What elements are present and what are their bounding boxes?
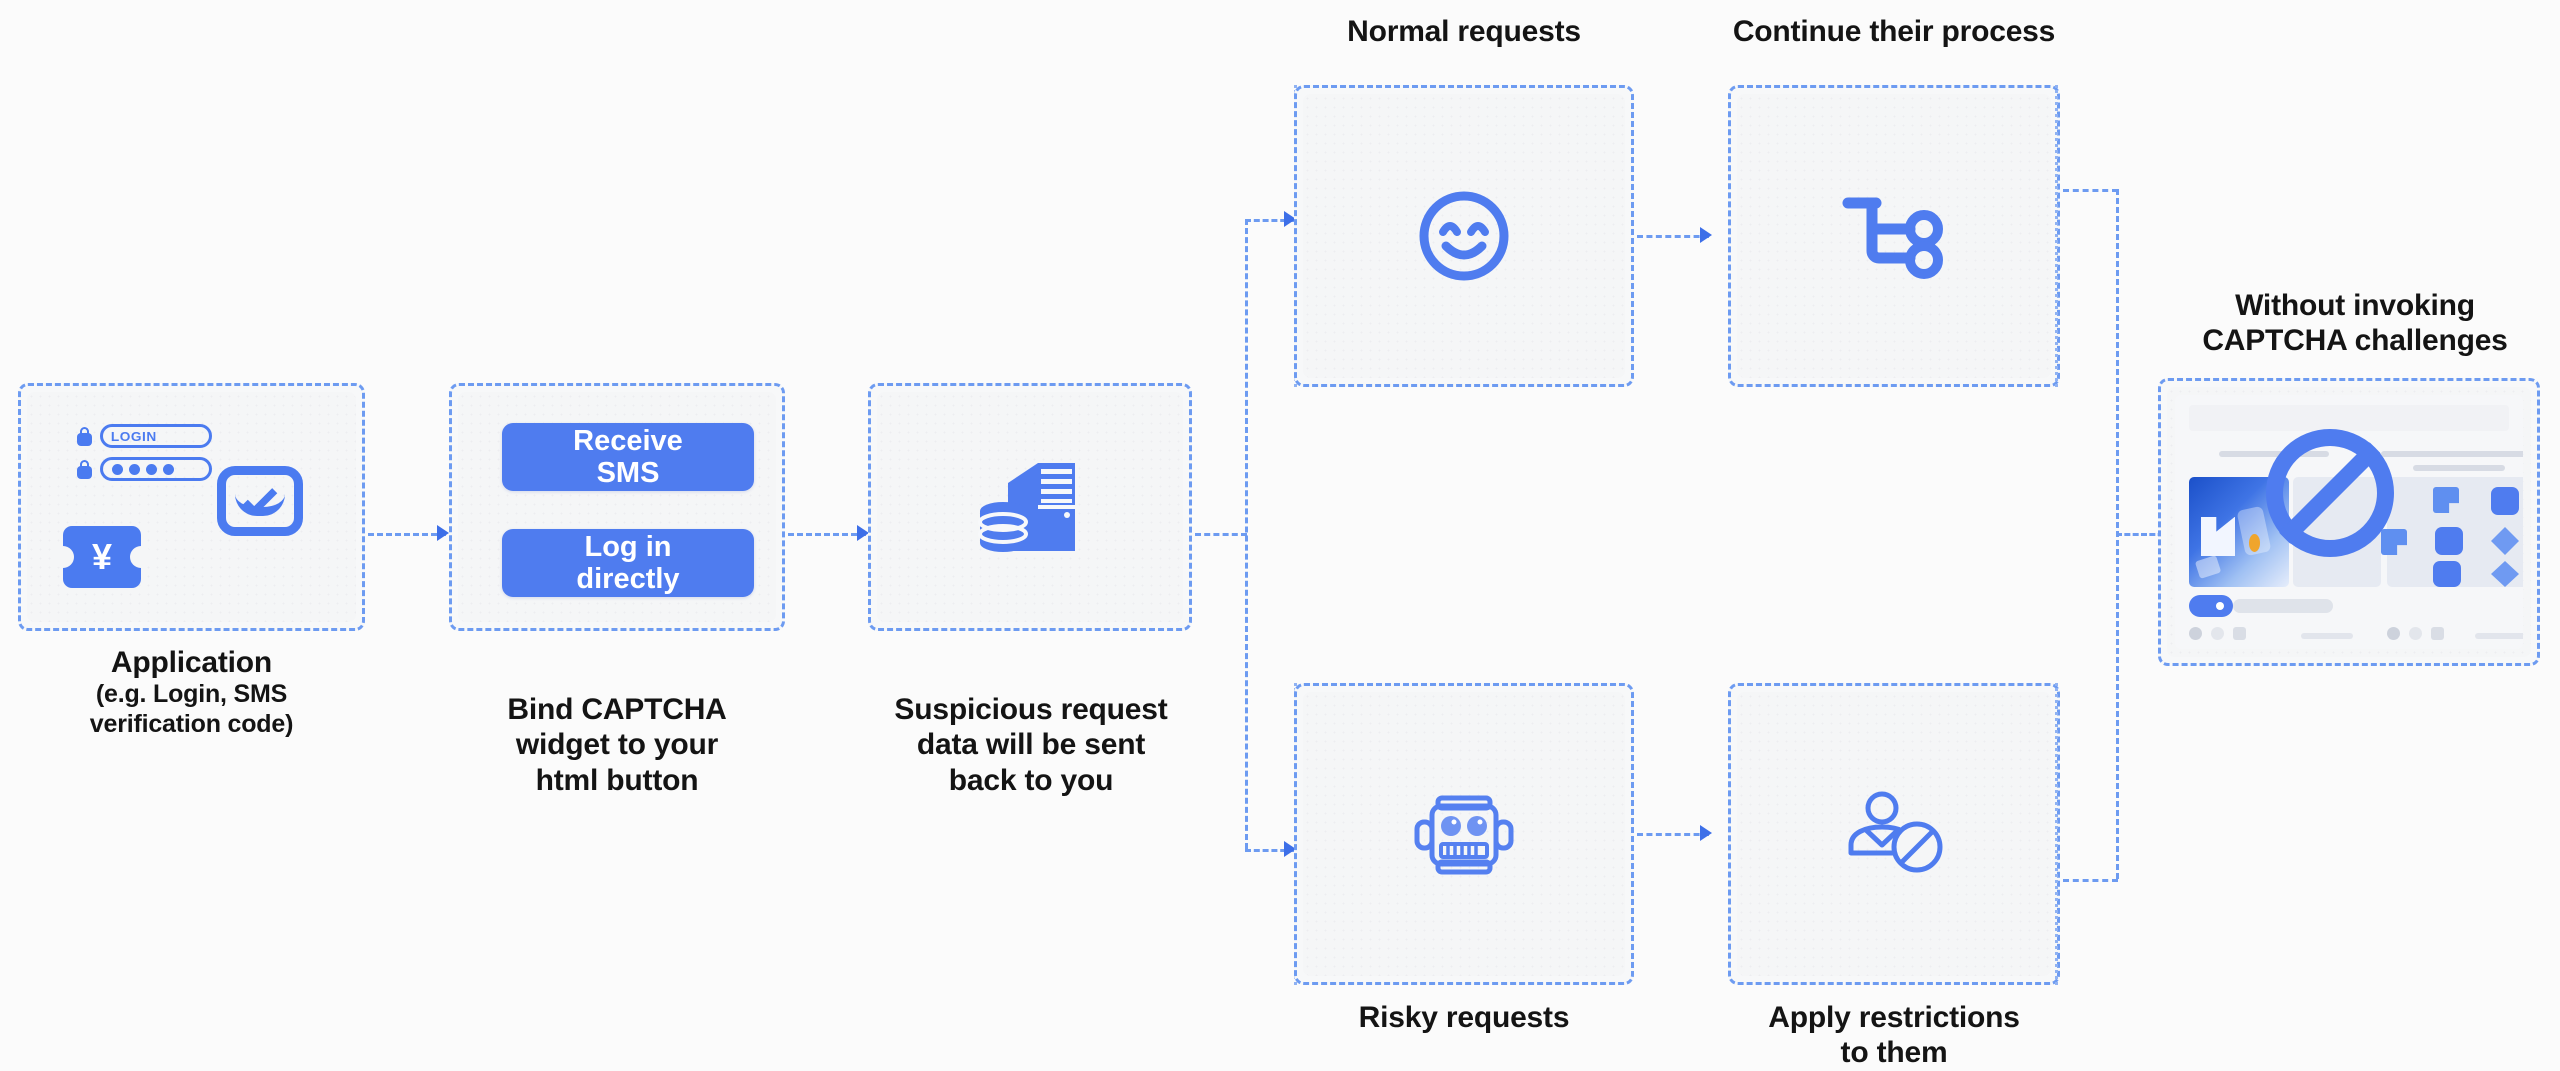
split-trunk-vertical xyxy=(1245,219,1248,849)
lock-icon xyxy=(77,459,92,479)
caption-bind-line3: html button xyxy=(535,763,699,797)
label-continue-process: Continue their process xyxy=(1688,14,2100,49)
mock-footer-dots-right xyxy=(2387,627,2444,640)
login-field-icon: LOGIN xyxy=(100,424,212,448)
yen-symbol: ¥ xyxy=(91,536,113,577)
mock-instruction-right-1 xyxy=(2381,451,2523,457)
password-dots xyxy=(112,463,174,475)
connector-normal-to-continue xyxy=(1637,235,1709,238)
shopping-cart-icon xyxy=(1842,197,1943,279)
mock-footer-dots-left xyxy=(2189,627,2246,640)
caption-bind-captcha: Bind CAPTCHA widget to your html button xyxy=(437,692,797,798)
caption-suspicious-data: Suspicious request data will be sent bac… xyxy=(845,692,1217,798)
password-field-row xyxy=(77,457,212,481)
arrow-bind-to-server xyxy=(857,525,869,541)
merge-branch-bottom xyxy=(2063,879,2118,882)
user-restricted-icon xyxy=(1848,791,1943,873)
caption-application-line2: (e.g. Login, SMS xyxy=(95,680,288,709)
arrow-split-bottom xyxy=(1284,841,1296,857)
card-suspicious-data[interactable] xyxy=(868,383,1192,631)
card-continue-process[interactable] xyxy=(1728,85,2060,387)
caption-suspicious-line1: Suspicious request xyxy=(894,693,1168,726)
card-no-captcha[interactable] xyxy=(2158,378,2540,666)
merge-branch-top xyxy=(2063,189,2118,192)
label-normal-requests-text: Normal requests xyxy=(1347,15,1581,48)
caption-application-line3: verification code) xyxy=(89,709,294,738)
split-branch-top xyxy=(1245,219,1295,222)
mock-tile-4 xyxy=(2435,527,2463,555)
mock-slider-handle xyxy=(2189,595,2233,617)
split-branch-bottom xyxy=(1245,849,1295,852)
card-normal-requests[interactable] xyxy=(1294,85,1634,387)
arrow-app-to-bind xyxy=(437,525,449,541)
robot-head-icon xyxy=(1414,795,1514,875)
receive-sms-line2: SMS xyxy=(596,457,660,489)
login-field-text: LOGIN xyxy=(110,428,157,444)
connector-bind-to-server xyxy=(788,533,866,536)
log-in-directly-button[interactable]: Log in directly xyxy=(502,529,754,597)
caption-no-captcha-line1: Without invoking xyxy=(2235,289,2475,322)
server-icon xyxy=(978,463,1075,552)
connector-app-to-bind xyxy=(368,533,446,536)
card-bind-captcha[interactable]: Receive SMS Log in directly xyxy=(449,383,785,631)
mock-instruction-left xyxy=(2219,451,2329,457)
label-apply-restrictions-line2: to them xyxy=(1840,1036,1948,1070)
receive-sms-line1: Receive xyxy=(573,424,683,457)
caption-bind-line1: Bind CAPTCHA xyxy=(507,693,727,726)
caption-application: Application (e.g. Login, SMS verificatio… xyxy=(0,645,383,739)
label-apply-restrictions: Apply restrictions to them xyxy=(1728,1000,2060,1071)
caption-application-line1: Application xyxy=(110,646,273,679)
caption-suspicious-line3: back to you xyxy=(948,763,1114,797)
connector-merge-to-outcome xyxy=(2116,533,2172,536)
label-risky-requests-text: Risky requests xyxy=(1358,1001,1570,1034)
label-continue-process-text: Continue their process xyxy=(1732,15,2056,48)
caption-no-captcha: Without invoking CAPTCHA challenges xyxy=(2160,288,2550,359)
mock-tile-2 xyxy=(2491,487,2519,515)
rail-outcome-left-bottom xyxy=(2055,683,2058,985)
log-in-line1: Log in xyxy=(584,530,672,563)
log-in-line2: directly xyxy=(576,563,680,595)
arrow-split-top xyxy=(1284,211,1296,227)
envelope-icon xyxy=(217,466,303,536)
card-application[interactable]: LOGIN ¥ xyxy=(18,383,365,631)
lock-icon xyxy=(77,426,92,446)
coupon-yen-icon: ¥ xyxy=(52,526,152,588)
label-apply-restrictions-line1: Apply restrictions xyxy=(1768,1001,2020,1034)
receive-sms-button[interactable]: Receive SMS xyxy=(502,423,754,491)
login-field-row: LOGIN xyxy=(77,424,212,448)
mock-tile-6 xyxy=(2433,561,2461,587)
card-risky-requests[interactable] xyxy=(1294,683,1634,985)
prohibition-sign-icon xyxy=(2266,429,2394,557)
connector-risky-to-restrictions xyxy=(1637,833,1709,836)
rail-outcome-left xyxy=(2055,85,2058,387)
mock-footer-brand-right xyxy=(2475,633,2523,639)
receive-sms-button-label: Receive SMS xyxy=(573,425,683,490)
connector-server-to-split xyxy=(1195,533,1247,536)
mock-instruction-right-2 xyxy=(2413,465,2505,471)
label-normal-requests: Normal requests xyxy=(1294,14,1634,49)
database-icon xyxy=(978,502,1028,552)
caption-no-captcha-line2: CAPTCHA challenges xyxy=(2202,324,2508,358)
mock-footer-brand-left xyxy=(2301,633,2353,639)
smiley-face-icon xyxy=(1419,191,1509,281)
login-form-graphic: LOGIN xyxy=(77,424,212,490)
arrow-risky-to-restrictions xyxy=(1700,825,1712,841)
mock-slider-track xyxy=(2233,599,2333,613)
arrow-normal-to-continue xyxy=(1700,227,1712,243)
caption-bind-line2: widget to your xyxy=(515,728,719,762)
card-apply-restrictions[interactable] xyxy=(1728,683,2060,985)
log-in-directly-button-label: Log in directly xyxy=(576,531,679,596)
password-field-icon xyxy=(100,457,212,481)
mock-title-bar xyxy=(2189,405,2509,431)
caption-suspicious-line2: data will be sent xyxy=(916,728,1146,762)
label-risky-requests: Risky requests xyxy=(1294,1000,1634,1035)
